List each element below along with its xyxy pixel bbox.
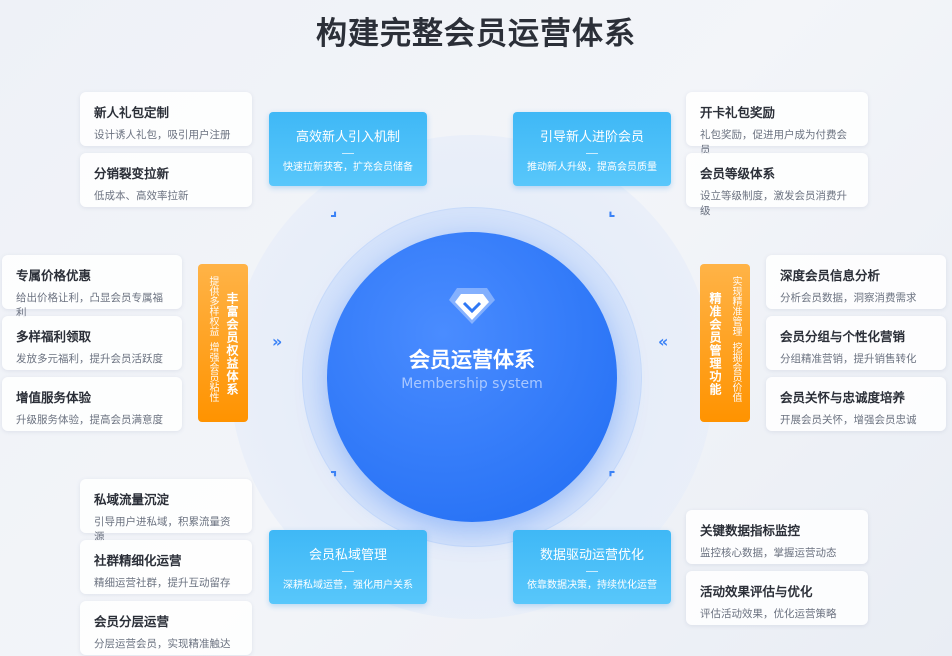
chevron-right-icon: »: [272, 332, 283, 351]
card-title: 增值服务体验: [16, 390, 92, 405]
corner-arrow-icon: ⌞: [608, 200, 616, 219]
card-desc: 给出价格让利，凸显会员专属福利: [16, 292, 163, 319]
box-title: 高效新人引入机制: [295, 130, 400, 145]
card-desc: 引导用户进私域，积累流量资源: [94, 516, 231, 543]
card-title: 专属价格优惠: [16, 268, 92, 283]
card-desc: 分组精准营销，提升销售转化: [780, 353, 917, 365]
card-desc: 发放多元福利，提升会员活跃度: [16, 353, 163, 365]
box-sub: 增强会员粘性: [207, 342, 218, 402]
card-title: 社群精细化运营: [94, 553, 182, 568]
card-desc: 礼包奖励，促进用户成为付费会员: [700, 129, 847, 156]
card-desc: 评估活动效果，优化运营策略: [700, 608, 837, 620]
card-title: 活动效果评估与优化: [700, 584, 813, 599]
card-title: 深度会员信息分析: [780, 268, 881, 283]
card-title: 分销裂变拉新: [94, 166, 170, 181]
feature-card: 分销裂变拉新低成本、高效率拉新: [80, 153, 252, 207]
card-desc: 设计诱人礼包，吸引用户注册: [94, 129, 231, 141]
card-title: 新人礼包定制: [94, 105, 170, 120]
card-desc: 设立等级制度，激发会员消费升级: [700, 190, 847, 217]
box-desc: 快速拉新获客，扩充会员储备: [283, 162, 413, 173]
feature-card: 新人礼包定制设计诱人礼包，吸引用户注册: [80, 92, 252, 146]
blue-box: 高效新人引入机制快速拉新获客，扩充会员储备: [269, 112, 427, 186]
chevron-left-icon: «: [658, 332, 669, 351]
card-title: 会员分层运营: [94, 614, 170, 629]
card-title: 会员分组与个性化营销: [780, 329, 906, 344]
diamond-icon: [449, 288, 495, 324]
orange-box: 精准会员管理功能 实现精准管理挖掘会员价值: [700, 264, 750, 422]
center-subtitle: Membership system: [401, 376, 543, 392]
page-title: 构建完整会员运营体系: [316, 16, 636, 52]
box-sub: 提供多样权益: [207, 276, 218, 336]
box-desc: 深耕私域运营，强化用户关系: [283, 580, 413, 591]
feature-card: 会员分组与个性化营销分组精准营销，提升销售转化: [766, 316, 946, 370]
box-title: 丰富会员权益体系: [225, 292, 239, 396]
feature-card: 私域流量沉淀引导用户进私域，积累流量资源: [80, 479, 252, 543]
box-desc: 依靠数据决策，持续优化运营: [527, 580, 657, 591]
feature-card: 社群精细化运营精细运营社群，提升互动留存: [80, 540, 252, 594]
corner-arrow-icon: ⌝: [330, 468, 338, 487]
corner-arrow-icon: ⌜: [608, 468, 616, 487]
feature-card: 专属价格优惠给出价格让利，凸显会员专属福利: [2, 255, 182, 319]
card-desc: 升级服务体验，提高会员满意度: [16, 414, 163, 426]
box-title: 精准会员管理功能: [708, 292, 722, 396]
card-desc: 精细运营社群，提升互动留存: [94, 577, 231, 589]
feature-card: 深度会员信息分析分析会员数据，洞察消费需求: [766, 255, 946, 309]
card-title: 开卡礼包奖励: [700, 105, 776, 120]
corner-arrow-icon: ⌟: [330, 200, 338, 219]
card-desc: 分层运营会员，实现精准触达: [94, 638, 231, 650]
card-title: 私域流量沉淀: [94, 492, 170, 507]
card-title: 关键数据指标监控: [700, 523, 801, 538]
card-desc: 分析会员数据，洞察消费需求: [780, 292, 917, 304]
center-title: 会员运营体系: [409, 348, 535, 372]
card-desc: 监控核心数据，掌握运营动态: [700, 547, 837, 559]
card-title: 多样福利领取: [16, 329, 92, 344]
orange-box: 提供多样权益增强会员粘性 丰富会员权益体系: [198, 264, 248, 422]
box-desc: 推动新人升级，提高会员质量: [527, 162, 657, 173]
feature-card: 会员关怀与忠诚度培养开展会员关怀，增强会员忠诚: [766, 377, 946, 431]
center-circle: 会员运营体系 Membership system: [327, 232, 617, 522]
feature-card: 关键数据指标监控监控核心数据，掌握运营动态: [686, 510, 868, 564]
box-sub: 挖掘会员价值: [730, 342, 741, 402]
blue-box: 引导新人进阶会员推动新人升级，提高会员质量: [513, 112, 671, 186]
card-title: 会员等级体系: [700, 166, 776, 181]
box-title: 数据驱动运营优化: [539, 548, 644, 563]
feature-card: 会员等级体系设立等级制度，激发会员消费升级: [686, 153, 868, 217]
blue-box: 数据驱动运营优化依靠数据决策，持续优化运营: [513, 530, 671, 604]
feature-card: 活动效果评估与优化评估活动效果，优化运营策略: [686, 571, 868, 625]
feature-card: 多样福利领取发放多元福利，提升会员活跃度: [2, 316, 182, 370]
box-title: 会员私域管理: [308, 548, 387, 563]
feature-card: 增值服务体验升级服务体验，提高会员满意度: [2, 377, 182, 431]
box-sub: 实现精准管理: [730, 276, 741, 336]
card-desc: 开展会员关怀，增强会员忠诚: [780, 414, 917, 426]
card-desc: 低成本、高效率拉新: [94, 190, 189, 202]
feature-card: 开卡礼包奖励礼包奖励，促进用户成为付费会员: [686, 92, 868, 156]
box-title: 引导新人进阶会员: [539, 130, 644, 145]
card-title: 会员关怀与忠诚度培养: [780, 390, 906, 405]
blue-box: 会员私域管理深耕私域运营，强化用户关系: [269, 530, 427, 604]
feature-card: 会员分层运营分层运营会员，实现精准触达: [80, 601, 252, 655]
